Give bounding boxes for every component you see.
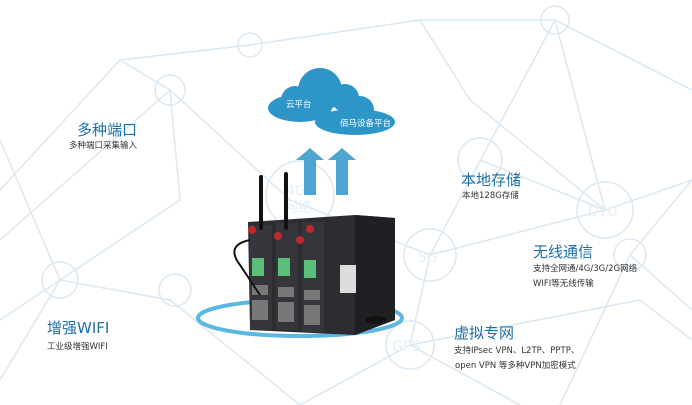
feature-desc-storage: 本地128G存储 [462, 191, 519, 201]
feature-desc-wireless-1: 支持全网通/4G/3G/2G网络 [533, 264, 638, 274]
platform-label: 佰马设备平台 [340, 119, 392, 129]
feature-desc-ports: 多种端口采集输入 [69, 141, 138, 151]
feature-title-wireless: 无线通信 [533, 243, 594, 261]
feature-title-ports: 多种端口 [77, 121, 138, 139]
router-device-image [233, 172, 395, 335]
feature-title-wifi: 增强WIFI [47, 319, 110, 337]
cloud-icon [268, 68, 395, 135]
feature-desc-wireless-2: WIFI等无线传输 [533, 279, 594, 289]
feature-desc-vpn-1: 支持IPsec VPN、L2TP、PPTP、 [454, 346, 580, 356]
feature-desc-vpn-2: open VPN 等多种VPN加密模式 [455, 361, 576, 371]
feature-title-storage: 本地存储 [461, 171, 522, 189]
node-label-4g: 4G [286, 183, 306, 199]
upload-arrows-icon [296, 148, 356, 195]
node-label-gps: GPS [392, 339, 420, 355]
feature-title-vpn: 虚拟专网 [454, 324, 515, 342]
cloud-label: 云平台 [286, 100, 312, 110]
node-label-5g: 5G [418, 250, 438, 266]
node-label-network: 网络 [284, 200, 312, 216]
node-label-dtu: DTU [588, 204, 618, 220]
feature-desc-wifi: 工业级增强WIFI [47, 342, 108, 352]
